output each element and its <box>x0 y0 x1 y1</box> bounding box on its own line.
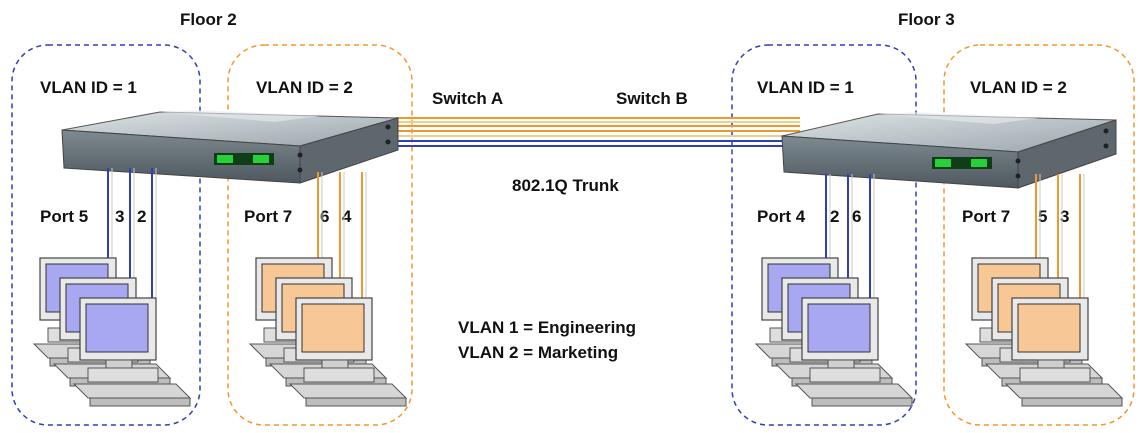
vlan-id-label-floor3-2: VLAN ID = 2 <box>970 78 1067 97</box>
vlan-id-label-floor3-1: VLAN ID = 1 <box>757 78 854 97</box>
workstation-group <box>754 174 914 407</box>
legend-vlan2: VLAN 2 = Marketing <box>458 343 618 362</box>
switch-b <box>781 112 1117 189</box>
port-number-floor3-vlan2-a: 5 <box>1038 207 1047 226</box>
port-label-floor2-vlan2: Port 7 <box>244 207 292 226</box>
vlan-id-label-floor2-1: VLAN ID = 1 <box>40 78 137 97</box>
port-number-floor2-vlan2-b: 4 <box>342 207 352 226</box>
vlan-group-box-floor3-vlan2 <box>943 44 1135 426</box>
vlan-group-box-floor2-vlan2 <box>227 44 413 426</box>
floor-label-3: Floor 3 <box>898 10 955 29</box>
computer-icon <box>794 297 914 407</box>
switch-label-b: Switch B <box>616 89 688 108</box>
port-number-floor2-vlan1-a: 3 <box>115 207 124 226</box>
port-number-floor2-vlan2-a: 6 <box>320 207 329 226</box>
workstation-group <box>248 172 408 407</box>
port-number-floor2-vlan1-b: 2 <box>137 207 146 226</box>
workstation-group <box>964 174 1124 407</box>
port-number-floor3-vlan2-b: 3 <box>1060 207 1069 226</box>
switch-label-a: Switch A <box>432 89 503 108</box>
trunk-cable <box>396 117 800 147</box>
vlan-group-box-floor2-vlan1 <box>11 44 201 426</box>
computer-icon <box>288 297 408 407</box>
workstation-group <box>32 168 192 407</box>
port-label-floor2-vlan1: Port 5 <box>40 207 88 226</box>
floor-label-2: Floor 2 <box>180 10 237 29</box>
computer-icon <box>72 297 192 407</box>
legend-vlan1: VLAN 1 = Engineering <box>458 318 636 337</box>
computer-groups <box>32 168 1124 407</box>
port-number-floor3-vlan1-b: 6 <box>852 207 861 226</box>
port-label-floor3-vlan1: Port 4 <box>757 207 806 226</box>
port-number-floor3-vlan1-a: 2 <box>830 207 839 226</box>
vlan-id-label-floor2-2: VLAN ID = 2 <box>256 78 353 97</box>
port-label-floor3-vlan2: Port 7 <box>962 207 1010 226</box>
vlan-group-box-floor3-vlan1 <box>731 44 917 426</box>
switch-a <box>61 110 399 184</box>
computer-icon <box>1004 297 1124 407</box>
trunk-label: 802.1Q Trunk <box>512 176 619 195</box>
